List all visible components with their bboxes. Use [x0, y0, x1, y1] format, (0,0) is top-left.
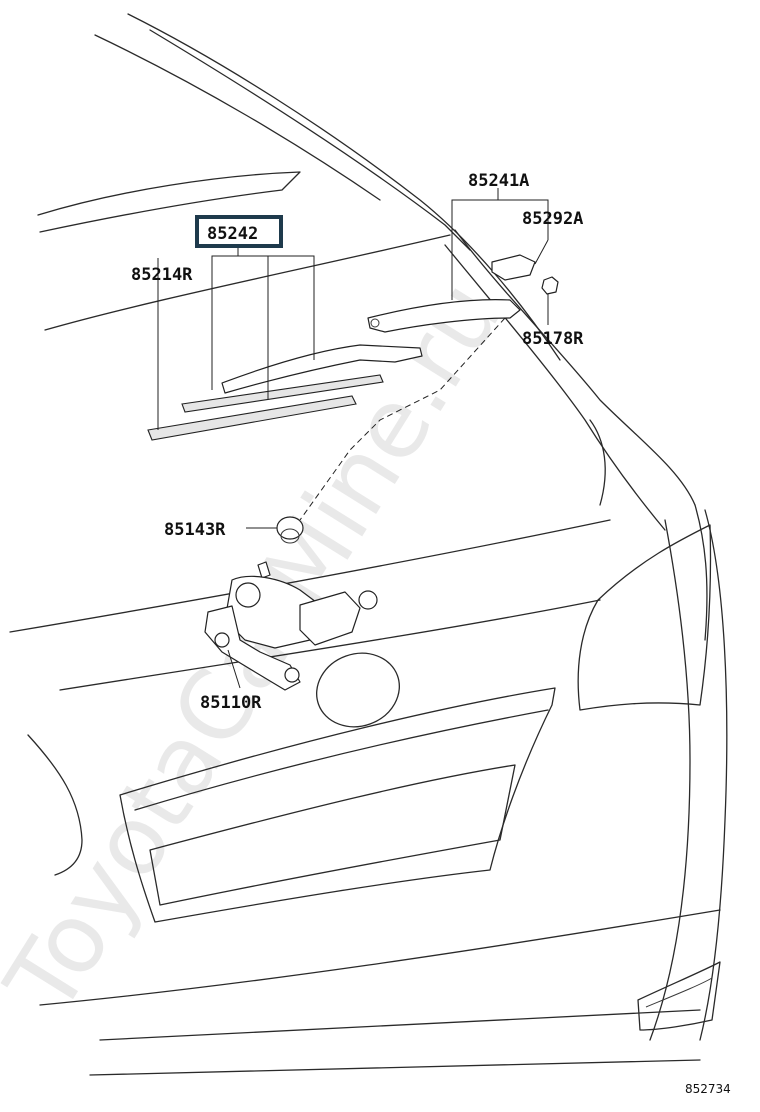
label-85292A[interactable]: 85292A — [522, 209, 583, 229]
wiper-motor[interactable] — [204, 561, 378, 691]
wiper-arm[interactable] — [367, 299, 521, 333]
diagram-reference-number: 852734 — [685, 1082, 731, 1096]
label-85110R[interactable]: 85110R — [200, 693, 262, 713]
car-body-outline — [9, 13, 728, 1076]
label-85242[interactable]: 85242 — [207, 224, 258, 244]
label-85214R[interactable]: 85214R — [131, 265, 193, 285]
part-labels: 85241A 85292A 85242 85214R 85178R 85143R… — [131, 171, 731, 1096]
pivot-nut[interactable] — [541, 276, 559, 295]
label-85143R[interactable]: 85143R — [164, 520, 226, 540]
label-85178R[interactable]: 85178R — [522, 329, 584, 349]
leader-lines — [157, 188, 549, 689]
pivot-cap[interactable] — [491, 254, 536, 281]
highlight-box-85242 — [195, 215, 283, 248]
label-85241A[interactable]: 85241A — [468, 171, 529, 191]
wiper-blade-assembly[interactable] — [147, 344, 423, 441]
